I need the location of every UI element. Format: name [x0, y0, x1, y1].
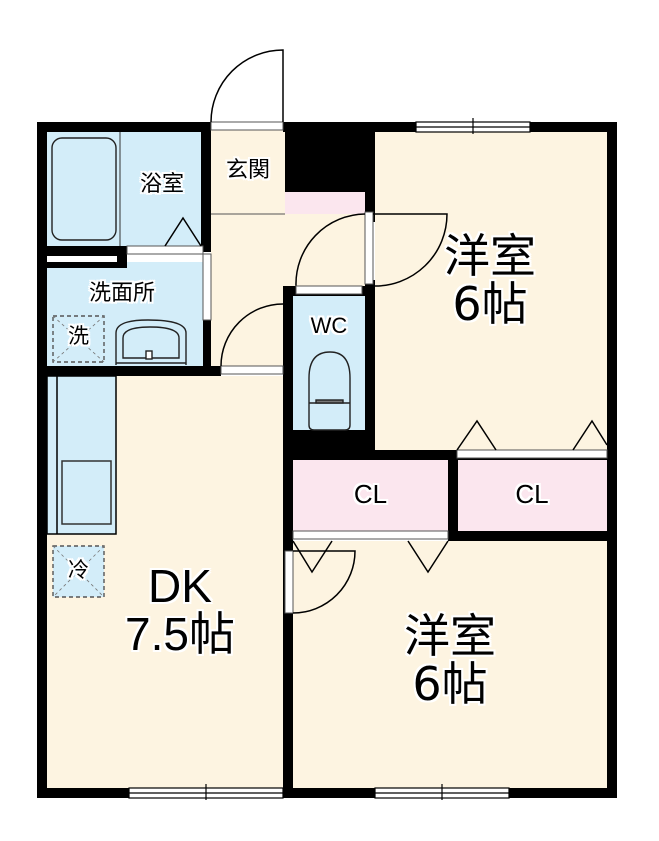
room-size: 7.5帖: [125, 608, 235, 661]
western-room-2-floor: [293, 541, 607, 788]
fixtures: [51, 132, 351, 598]
room-name: WC: [310, 313, 348, 338]
closet-2-floor: [457, 459, 607, 531]
windows: [128, 118, 531, 800]
washer-label: 洗: [53, 325, 104, 347]
washer-space: [52, 315, 105, 363]
room-name: 玄関: [225, 158, 270, 183]
closet-1-floor: [293, 459, 448, 531]
room-name: 浴室: [139, 172, 184, 197]
room-label-western-2: 洋室 6帖: [360, 612, 540, 709]
fridge-label: 冷: [53, 559, 104, 581]
room-name: CL: [353, 479, 388, 509]
entrance-floor: [211, 130, 288, 214]
room-label-bath: 浴室: [124, 173, 200, 196]
western-2-door-swing: [292, 550, 356, 614]
room-name: 洋室: [404, 609, 496, 663]
sink: [61, 460, 112, 525]
fridge-text: 冷: [68, 558, 89, 582]
washer-text: 洗: [68, 324, 89, 348]
western-room-1-floor: [375, 130, 607, 450]
doors: [126, 49, 608, 614]
western-1-door-swing: [295, 213, 366, 287]
room-label-washroom: 洗面所: [60, 282, 184, 305]
room-size: 6帖: [452, 277, 528, 332]
room-size: 6帖: [412, 657, 488, 712]
room-name: 洋室: [444, 229, 536, 283]
washbasin-icon: [115, 319, 187, 365]
room-label-toilet: WC: [293, 314, 365, 337]
room-name: 洗面所: [88, 281, 155, 306]
dk-door-swing: [220, 303, 284, 367]
room-label-western-1: 洋室 6帖: [400, 232, 580, 329]
shoe-cabinet: [285, 192, 365, 214]
toilet-icon: [308, 351, 351, 431]
entrance-door-swing: [210, 49, 284, 123]
room-name: CL: [515, 479, 549, 509]
room-label-closet-1: CL: [293, 479, 448, 509]
room-name: DK: [148, 560, 212, 612]
room-label-closet-2: CL: [457, 479, 607, 509]
room-label-entrance: 玄関: [212, 159, 284, 182]
room-label-dk: DK 7.5帖: [90, 562, 270, 659]
bathtub-icon: [51, 137, 117, 241]
